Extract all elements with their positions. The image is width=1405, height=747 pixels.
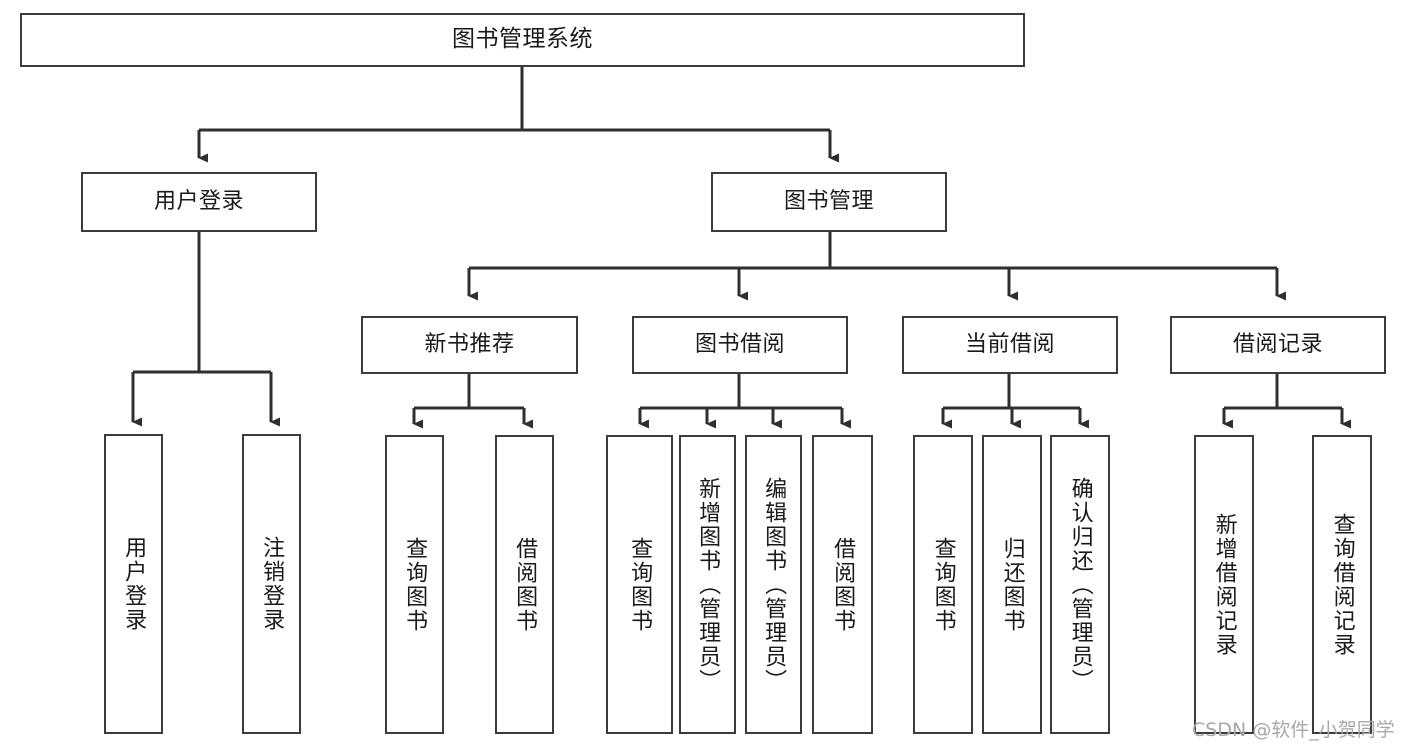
- leaf-return-book[interactable]: 归还图书: [982, 435, 1042, 734]
- leaf-query-book-current[interactable]: 查询图书: [913, 435, 973, 734]
- node-label: 查询图书: [930, 536, 956, 633]
- node-label: 借阅图书: [830, 536, 856, 633]
- node-label: 借阅图书: [512, 536, 538, 633]
- leaf-query-book-new[interactable]: 查询图书: [385, 435, 444, 734]
- leaf-query-borrow-record[interactable]: 查询借阅记录: [1312, 435, 1372, 734]
- node-label: 借阅记录: [1232, 331, 1323, 357]
- node-current-borrow[interactable]: 当前借阅: [902, 316, 1118, 374]
- leaf-borrow-book-new[interactable]: 借阅图书: [495, 435, 554, 734]
- node-borrow-record[interactable]: 借阅记录: [1170, 316, 1386, 374]
- node-root-system[interactable]: 图书管理系统: [20, 13, 1025, 67]
- leaf-add-borrow-record[interactable]: 新增借阅记录: [1194, 435, 1254, 734]
- node-label: 新增借阅记录: [1211, 512, 1237, 657]
- node-label: 新增图书（管理员）: [695, 476, 721, 693]
- node-user-login[interactable]: 用户登录: [81, 172, 317, 232]
- leaf-confirm-return[interactable]: 确认归还（管理员）: [1050, 435, 1110, 734]
- node-book-manage[interactable]: 图书管理: [711, 172, 947, 232]
- node-label: 注销登录: [259, 536, 285, 632]
- leaf-user-login[interactable]: 用户登录: [104, 434, 163, 734]
- node-label: 图书借阅: [694, 331, 785, 357]
- leaf-add-book[interactable]: 新增图书（管理员）: [679, 435, 736, 734]
- node-label: 查询图书: [402, 536, 428, 633]
- node-label: 编辑图书（管理员）: [761, 476, 787, 693]
- node-label: 图书管理: [783, 188, 874, 214]
- node-label: 用户登录: [121, 536, 147, 632]
- leaf-borrow-book[interactable]: 借阅图书: [812, 435, 873, 734]
- node-label: 归还图书: [999, 536, 1025, 633]
- node-label: 当前借阅: [964, 331, 1055, 357]
- leaf-edit-book[interactable]: 编辑图书（管理员）: [745, 435, 802, 734]
- csdn-watermark: CSDN @软件_小贺同学: [1192, 719, 1395, 741]
- leaf-user-logout[interactable]: 注销登录: [242, 434, 301, 734]
- node-label: 确认归还（管理员）: [1067, 476, 1093, 693]
- node-label: 查询借阅记录: [1329, 512, 1355, 657]
- node-label: 图书管理系统: [452, 26, 593, 53]
- node-label: 新书推荐: [424, 331, 515, 357]
- node-label: 查询图书: [627, 536, 653, 633]
- leaf-query-book-borrow[interactable]: 查询图书: [606, 435, 673, 734]
- node-book-borrow[interactable]: 图书借阅: [632, 316, 848, 374]
- node-label: 用户登录: [153, 188, 244, 214]
- node-new-book-rec[interactable]: 新书推荐: [361, 316, 578, 374]
